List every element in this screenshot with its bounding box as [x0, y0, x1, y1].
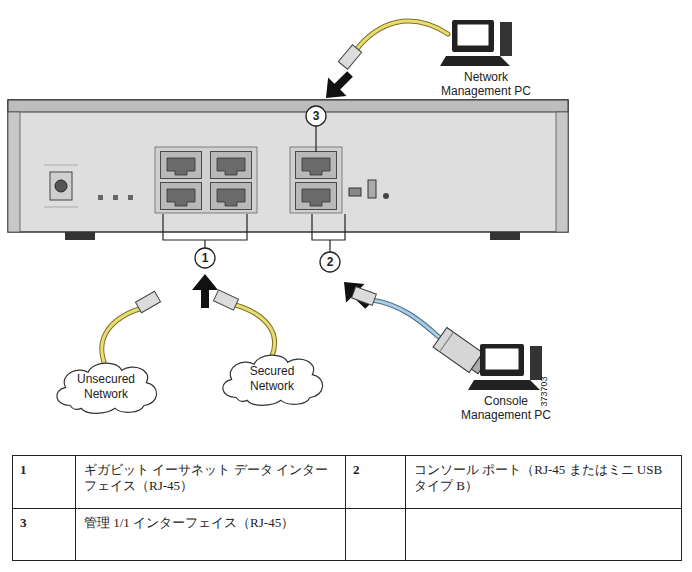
- console-mgmt-ports: [290, 147, 389, 213]
- table-cell: 3: [20, 515, 70, 531]
- rj45-plugs: [135, 45, 376, 313]
- device-chassis: [8, 100, 568, 240]
- figure-number: 373703: [539, 369, 550, 413]
- reset-button: [383, 193, 389, 199]
- ethernet-cables: [102, 21, 448, 362]
- table-cell: 1: [20, 462, 70, 478]
- cloud-label: Secured Network: [236, 364, 308, 393]
- pc-label: Network Management PC: [436, 70, 536, 99]
- direction-arrows: [192, 65, 377, 315]
- table-cell: ギガビット イーサネット データ インターフェイス（RJ-45）: [84, 462, 338, 493]
- network-pc-icon: [440, 20, 512, 66]
- mini-usb-port: [349, 188, 361, 196]
- table-grid: [12, 455, 682, 561]
- power-jack: [44, 165, 78, 207]
- table-cell: 管理 1/1 インターフェイス（RJ-45）: [84, 515, 338, 531]
- cloud-label: Unsecured Network: [70, 372, 142, 401]
- callout-leaders: [163, 126, 345, 252]
- console-pc-icon: [468, 344, 542, 390]
- status-leds: [98, 195, 133, 200]
- callout-number: 1: [195, 251, 215, 265]
- table-cell: コンソール ポート（RJ-45 またはミニ USB タイプ B）: [414, 462, 674, 493]
- network-cloud: Unsecured Network: [50, 358, 162, 415]
- callout-number: 2: [320, 255, 340, 269]
- data-ports: [155, 147, 257, 213]
- table-cell: 2: [353, 462, 399, 478]
- network-cloud: Secured Network: [216, 350, 328, 407]
- console-cable: [372, 300, 440, 338]
- usb-port: [368, 180, 376, 198]
- callout-number: 3: [306, 109, 326, 123]
- callout-circles: [195, 106, 340, 272]
